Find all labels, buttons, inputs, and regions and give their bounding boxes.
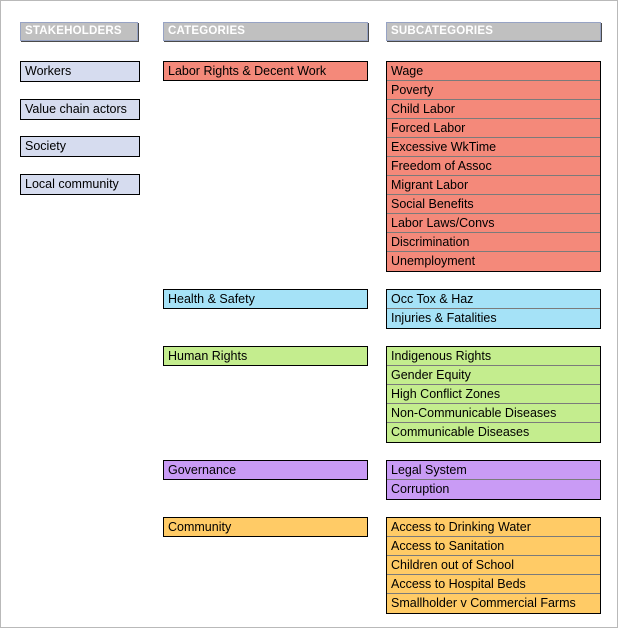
subcategory-row[interactable]: Access to Sanitation [387,537,600,556]
subcategory-row[interactable]: Labor Laws/Convs [387,214,600,233]
subcategory-row[interactable]: Communicable Diseases [391,425,530,439]
column-header-stakeholders: STAKEHOLDERS [20,22,138,41]
subcategory-row[interactable]: Forced Labor [387,119,600,138]
subcategory-row[interactable]: Migrant Labor [387,176,600,195]
subcategory-row[interactable]: Legal System [387,461,600,480]
subcategory-row[interactable]: Wage [387,62,600,81]
subcategory-row[interactable]: Gender Equity [387,366,600,385]
category-box[interactable]: Governance [163,460,368,480]
subcategory-row[interactable]: Excessive WkTime [387,138,600,157]
subcategory-row[interactable]: Injuries & Fatalities [391,311,497,325]
category-box[interactable]: Labor Rights & Decent Work [163,61,368,81]
subcategory-row[interactable]: Corruption [391,482,450,496]
stakeholder-box[interactable]: Value chain actors [20,99,140,120]
stakeholder-box[interactable]: Society [20,136,140,157]
column-header-subcategories: SUBCATEGORIES [386,22,601,41]
subcategory-row[interactable]: High Conflict Zones [387,385,600,404]
category-box[interactable]: Community [163,517,368,537]
subcategory-row[interactable]: Unemployment [391,254,476,268]
subcategory-row[interactable]: Access to Hospital Beds [387,575,600,594]
subcategory-row[interactable]: Occ Tox & Haz [387,290,600,309]
subcategory-row[interactable]: Access to Drinking Water [387,518,600,537]
stakeholder-box[interactable]: Workers [20,61,140,82]
category-box[interactable]: Health & Safety [163,289,368,309]
subcategory-row[interactable]: Indigenous Rights [387,347,600,366]
subcategory-row[interactable]: Children out of School [387,556,600,575]
column-header-categories: CATEGORIES [163,22,368,41]
subcategory-row[interactable]: Child Labor [387,100,600,119]
subcategory-row[interactable]: Social Benefits [387,195,600,214]
subcategory-row[interactable]: Smallholder v Commercial Farms [391,596,576,610]
subcategory-row[interactable]: Poverty [387,81,600,100]
subcategory-row[interactable]: Non-Communicable Diseases [387,404,600,423]
stakeholder-box[interactable]: Local community [20,174,140,195]
subcategory-row[interactable]: Discrimination [387,233,600,252]
subcategory-row[interactable]: Freedom of Assoc [387,157,600,176]
category-box[interactable]: Human Rights [163,346,368,366]
